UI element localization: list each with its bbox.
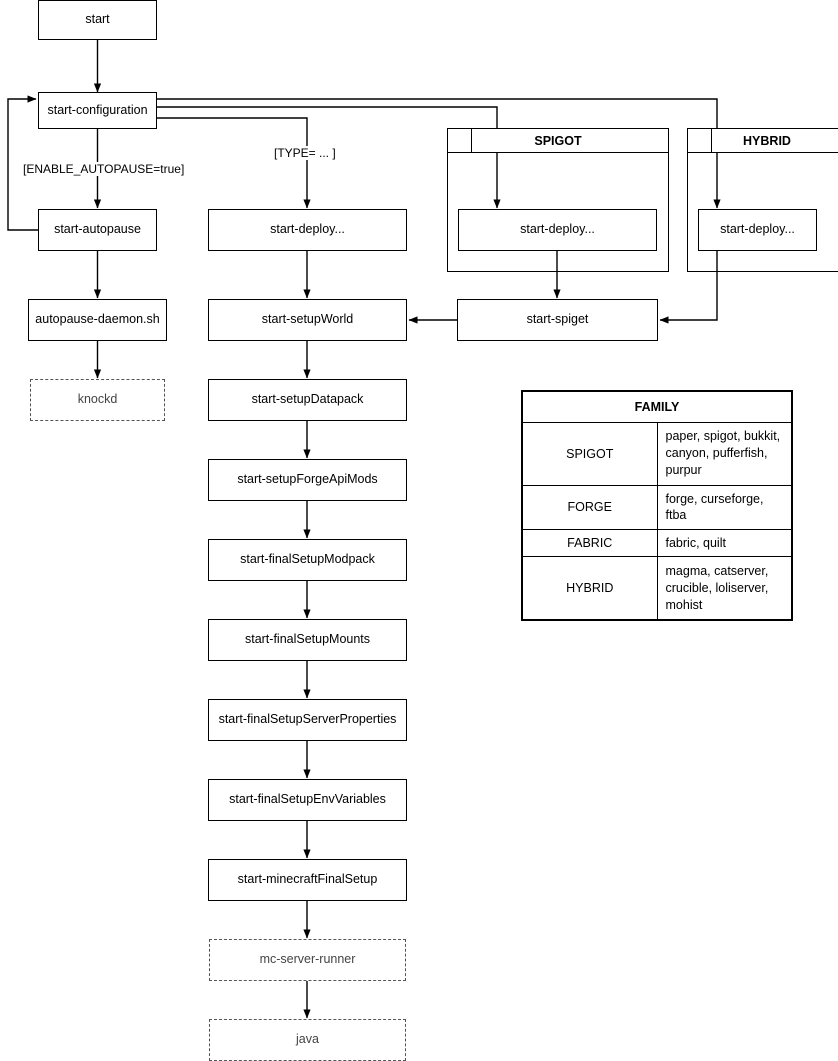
node-start-final-setup-modpack[interactable]: start-finalSetupModpack <box>208 539 407 581</box>
family-row-key: HYBRID <box>522 556 658 620</box>
node-start-setup-datapack[interactable]: start-setupDatapack <box>208 379 407 421</box>
table-row: FABRIC fabric, quilt <box>522 529 792 558</box>
node-knockd[interactable]: knockd <box>30 379 165 421</box>
edge-label-enable-autopause: [ENABLE_AUTOPAUSE=true] <box>21 162 187 176</box>
node-start-deploy-main[interactable]: start-deploy... <box>208 209 407 251</box>
edge-label-type: [TYPE= ... ] <box>272 146 338 160</box>
family-row-value: magma, catserver, crucible, loliserver, … <box>656 556 792 620</box>
node-start-final-setup-env-variables[interactable]: start-finalSetupEnvVariables <box>208 779 407 821</box>
family-table-header: FAMILY <box>522 391 792 423</box>
node-start-deploy-hybrid[interactable]: start-deploy... <box>698 209 817 251</box>
node-start-final-setup-server-properties[interactable]: start-finalSetupServerProperties <box>208 699 407 741</box>
group-spigot-tab <box>448 129 472 153</box>
node-start-configuration[interactable]: start-configuration <box>38 92 157 129</box>
node-start-autopause[interactable]: start-autopause <box>38 209 157 251</box>
family-row-key: FABRIC <box>522 529 658 558</box>
table-row: SPIGOT paper, spigot, bukkit, canyon, pu… <box>522 422 792 486</box>
group-spigot-title: SPIGOT <box>448 129 668 153</box>
family-row-value: paper, spigot, bukkit, canyon, pufferfis… <box>656 422 792 486</box>
family-row-value: forge, curseforge, ftba <box>656 484 792 531</box>
node-start-minecraft-final-setup[interactable]: start-minecraftFinalSetup <box>208 859 407 901</box>
group-hybrid-tab <box>688 129 712 153</box>
node-java[interactable]: java <box>209 1019 406 1061</box>
node-mc-server-runner[interactable]: mc-server-runner <box>209 939 406 981</box>
family-table-body: SPIGOT paper, spigot, bukkit, canyon, pu… <box>522 422 792 620</box>
family-row-key: SPIGOT <box>522 422 658 486</box>
family-table: FAMILY SPIGOT paper, spigot, bukkit, can… <box>521 390 793 621</box>
table-row: HYBRID magma, catserver, crucible, lolis… <box>522 556 792 620</box>
node-start-setup-world[interactable]: start-setupWorld <box>208 299 407 341</box>
node-start-final-setup-mounts[interactable]: start-finalSetupMounts <box>208 619 407 661</box>
family-row-value: fabric, quilt <box>656 529 792 558</box>
family-table-grid: FAMILY SPIGOT paper, spigot, bukkit, can… <box>522 391 792 620</box>
node-start-deploy-spigot[interactable]: start-deploy... <box>458 209 657 251</box>
node-autopause-daemon[interactable]: autopause-daemon.sh <box>28 299 167 341</box>
node-start-setup-forge-api-mods[interactable]: start-setupForgeApiMods <box>208 459 407 501</box>
family-row-key: FORGE <box>522 484 658 531</box>
table-row: FORGE forge, curseforge, ftba <box>522 484 792 531</box>
node-start-spiget[interactable]: start-spiget <box>457 299 658 341</box>
node-start[interactable]: start <box>38 0 157 40</box>
